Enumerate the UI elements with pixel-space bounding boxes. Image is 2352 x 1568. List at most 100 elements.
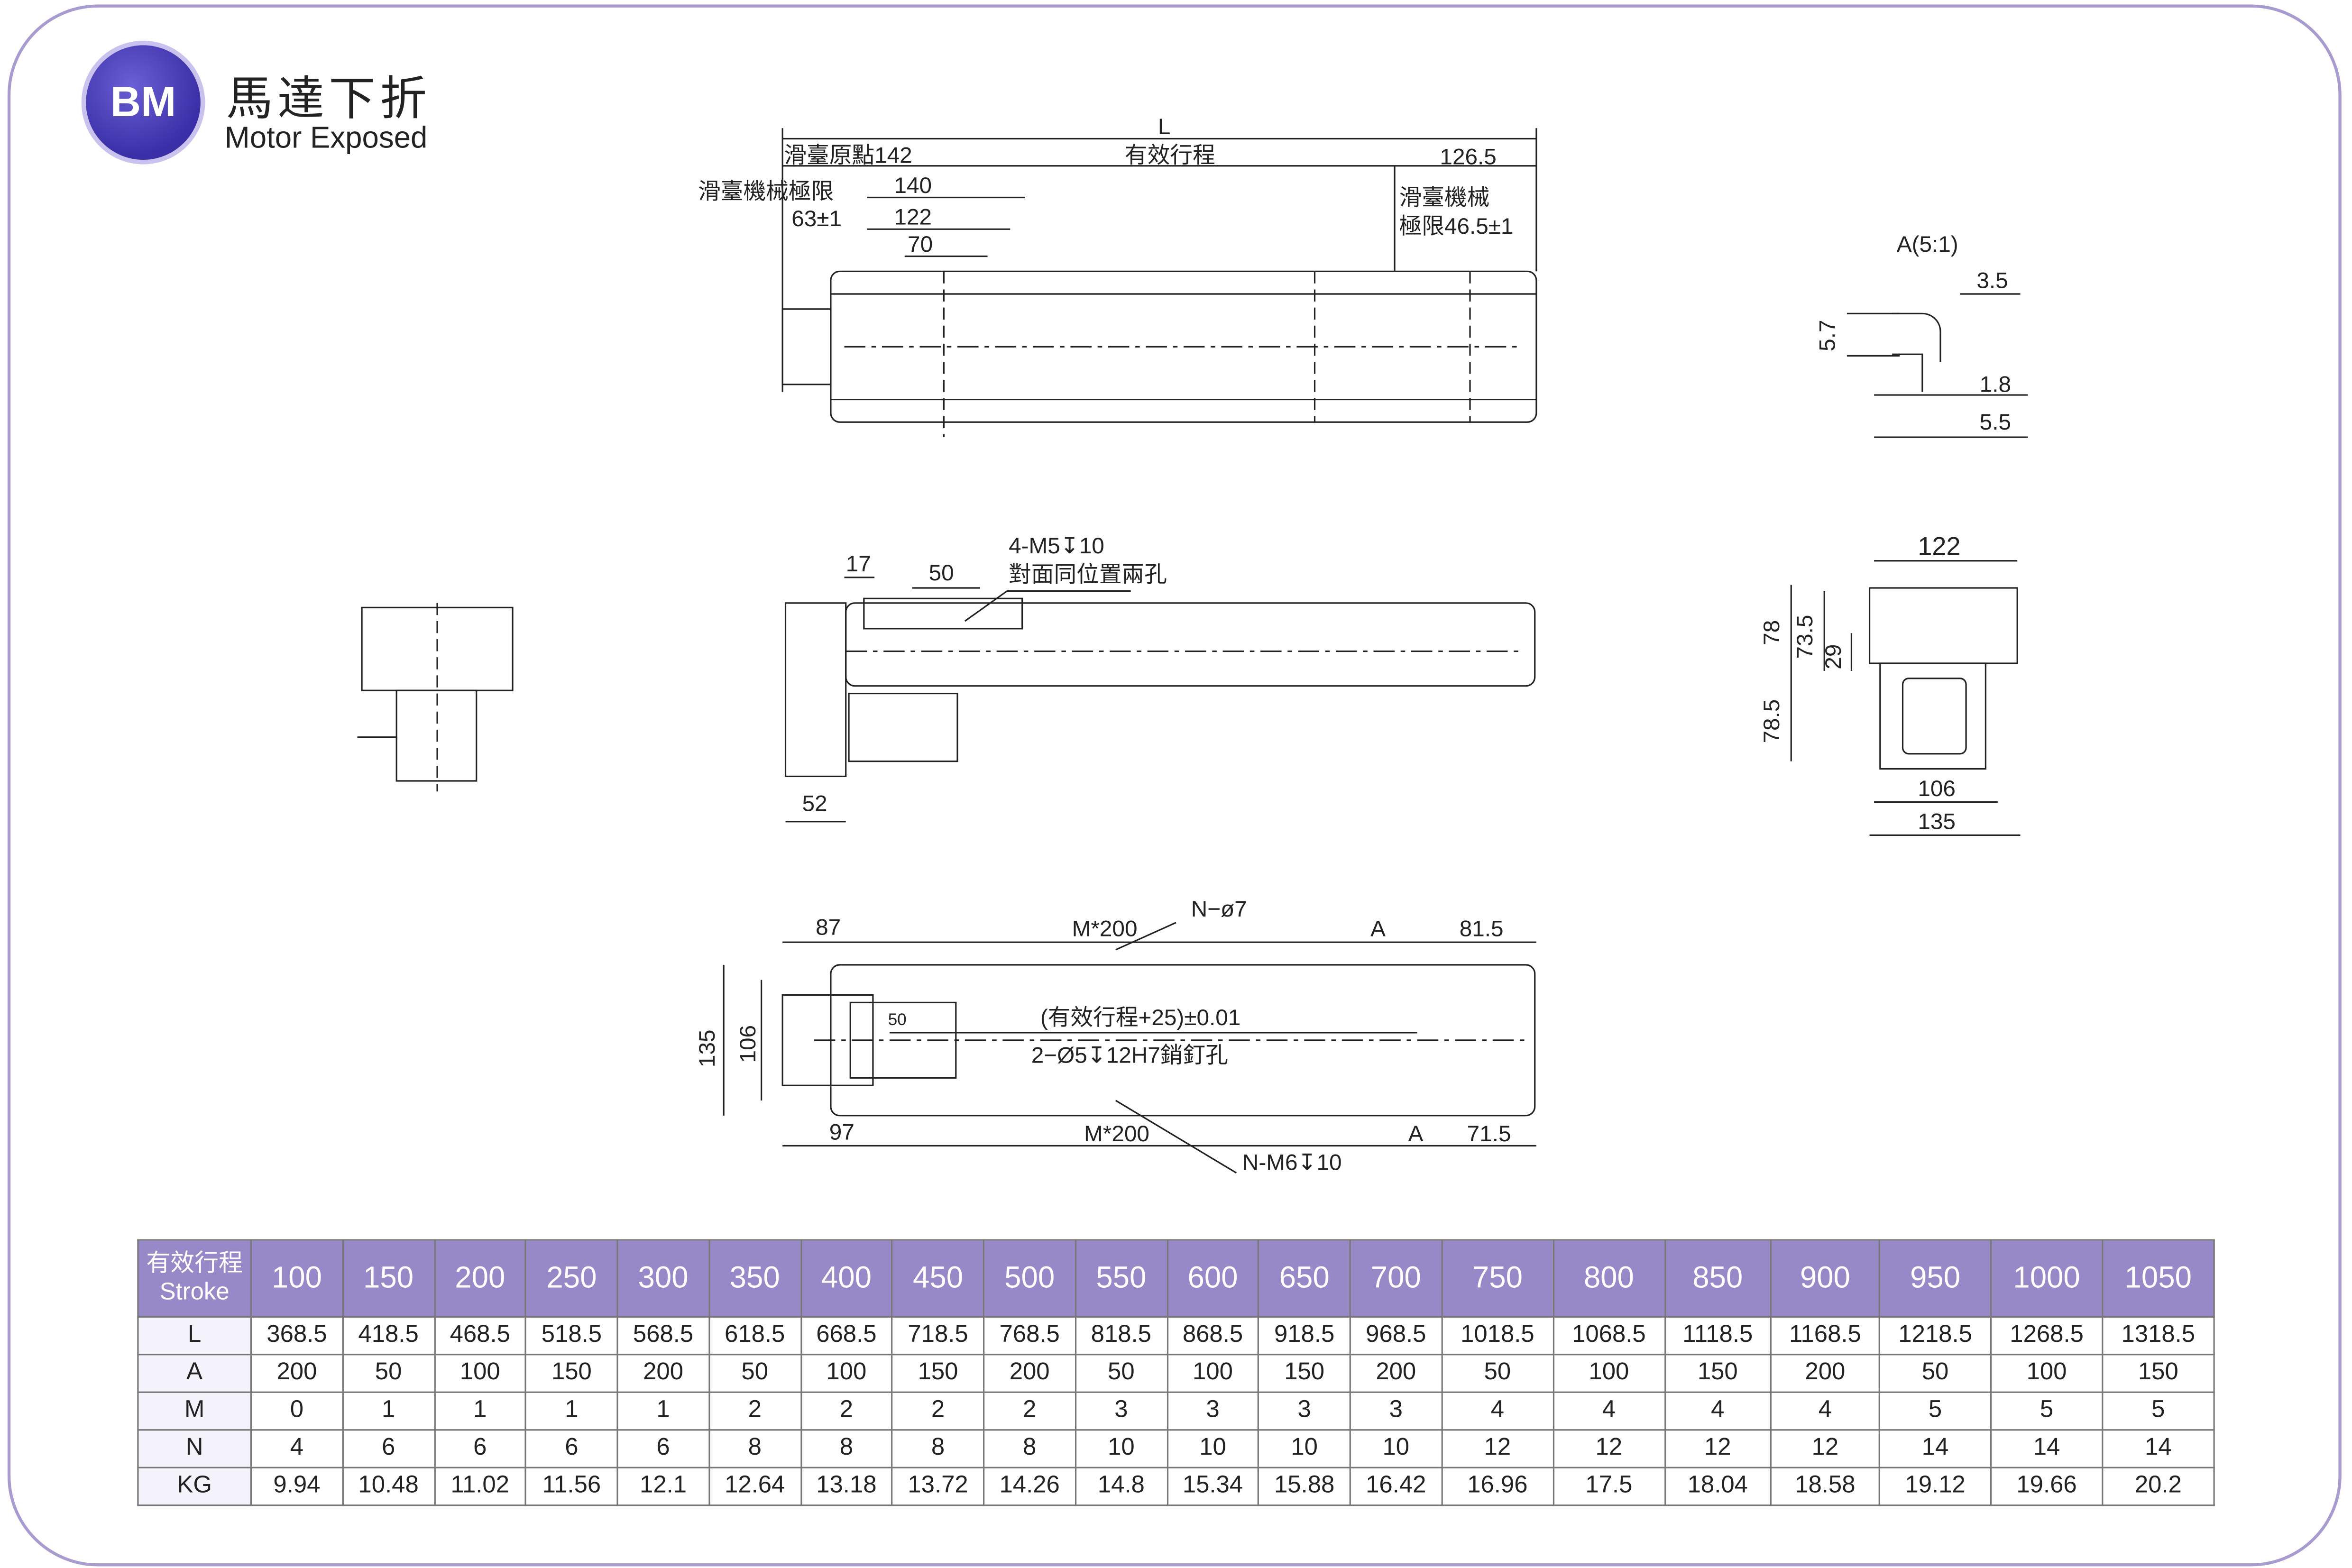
table-cell: 200: [616, 1354, 710, 1393]
side-view-drawing: [784, 577, 1536, 823]
table-cell: 2: [708, 1391, 801, 1431]
table-cell: 568.5: [616, 1316, 710, 1356]
dim-29: 29: [1821, 644, 1847, 669]
table-cell: 100: [1166, 1354, 1259, 1393]
table-cell: 13.18: [799, 1467, 893, 1506]
row-label: M: [137, 1391, 252, 1431]
header-stroke-250: 250: [525, 1239, 618, 1318]
table-cell: 16.42: [1349, 1467, 1442, 1506]
table-cell: 3: [1258, 1391, 1351, 1431]
table-cell: 4: [1441, 1391, 1554, 1431]
table-cell: 12: [1552, 1429, 1665, 1468]
technical-drawings: [357, 128, 2028, 1174]
label-stroke: 有效行程: [1124, 143, 1215, 169]
table-cell: 818.5: [1075, 1316, 1168, 1356]
table-cell: 50: [341, 1354, 435, 1393]
table-cell: 1218.5: [1879, 1316, 1992, 1356]
table-cell: 718.5: [891, 1316, 985, 1356]
header-stroke-150: 150: [341, 1239, 435, 1318]
dim-97: 97: [829, 1120, 854, 1146]
table-cell: 11.56: [525, 1467, 618, 1506]
table-cell: 150: [1663, 1354, 1772, 1393]
table-cell: 1: [433, 1391, 527, 1431]
table-cell: 14: [1879, 1429, 1992, 1468]
table-cell: 20.2: [2101, 1467, 2215, 1506]
dim-135-end: 135: [1918, 809, 1956, 835]
table-cell: 200: [1770, 1354, 1881, 1393]
dim-m200-bottom: M*200: [1084, 1121, 1149, 1147]
header-stroke-100: 100: [250, 1239, 344, 1318]
dim-1-8: 1.8: [1979, 372, 2012, 398]
table-cell: 12: [1441, 1429, 1554, 1468]
header-stroke-850: 850: [1663, 1239, 1772, 1318]
table-cell: 150: [891, 1354, 985, 1393]
table-cell: 918.5: [1258, 1316, 1351, 1356]
dim-17: 17: [845, 551, 871, 578]
table-cell: 200: [983, 1354, 1076, 1393]
table-cell: 6: [341, 1429, 435, 1468]
dim-A-bottom: A: [1408, 1121, 1424, 1147]
dim-52: 52: [802, 791, 827, 817]
dim-3-5: 3.5: [1976, 268, 2008, 294]
table-cell: 100: [1552, 1354, 1665, 1393]
table-cell: 10: [1166, 1429, 1259, 1468]
dim-L: L: [1158, 114, 1171, 140]
table-cell: 1: [616, 1391, 710, 1431]
table-cell: 368.5: [250, 1316, 344, 1356]
dim-5-5: 5.5: [1979, 410, 2012, 436]
dim-140: 140: [894, 173, 932, 199]
bottom-view-drawing: [723, 922, 1536, 1174]
table-cell: 10: [1258, 1429, 1351, 1468]
table-cell: 200: [1349, 1354, 1442, 1393]
row-label: A: [137, 1354, 252, 1393]
label-hole-note: 對面同位置兩孔: [1009, 562, 1167, 588]
header-stroke-550: 550: [1075, 1239, 1168, 1318]
header-stroke-600: 600: [1166, 1239, 1259, 1318]
table-cell: 2: [891, 1391, 985, 1431]
dim-106-bottom: 106: [735, 1025, 762, 1063]
label-right-limit-2: 極限46.5±1: [1399, 214, 1514, 240]
label-right-limit-1: 滑臺機械: [1399, 185, 1490, 211]
header-stroke-200: 200: [433, 1239, 527, 1318]
table-cell: 4: [1663, 1391, 1772, 1431]
table-cell: 1: [341, 1391, 435, 1431]
top-view-drawing: [781, 128, 1537, 438]
header-stroke-1050: 1050: [2101, 1239, 2215, 1318]
header-stroke-650: 650: [1258, 1239, 1351, 1318]
table-cell: 8: [983, 1429, 1076, 1468]
label-pitch: (有效行程+25)±0.01: [1040, 1005, 1241, 1031]
table-cell: 968.5: [1349, 1316, 1442, 1356]
header-stroke-900: 900: [1770, 1239, 1881, 1318]
dim-122: 122: [894, 205, 932, 231]
table-cell: 4: [250, 1429, 344, 1468]
header-stroke-350: 350: [708, 1239, 801, 1318]
table-cell: 518.5: [525, 1316, 618, 1356]
table-cell: 12: [1770, 1429, 1881, 1468]
dim-71-5: 71.5: [1467, 1121, 1511, 1147]
label-mech-limit: 滑臺機械極限: [698, 179, 834, 205]
table-cell: 50: [1075, 1354, 1168, 1393]
table-cell: 768.5: [983, 1316, 1076, 1356]
dim-122-end: 122: [1918, 532, 1961, 561]
table-cell: 4: [1770, 1391, 1881, 1431]
table-cell: 12.64: [708, 1467, 801, 1506]
table-cell: 1068.5: [1552, 1316, 1665, 1356]
dim-m200-top: M*200: [1072, 917, 1138, 943]
table-cell: 618.5: [708, 1316, 801, 1356]
table-cell: 2: [799, 1391, 893, 1431]
table-cell: 5: [1879, 1391, 1992, 1431]
table-cell: 10.48: [341, 1467, 435, 1506]
table-cell: 1: [525, 1391, 618, 1431]
table-cell: 100: [1990, 1354, 2104, 1393]
table-cell: 868.5: [1166, 1316, 1259, 1356]
dim-73-5: 73.5: [1792, 614, 1819, 659]
detail-title: A(5:1): [1896, 232, 1958, 258]
table-cell: 6: [433, 1429, 527, 1468]
page-frame: [7, 4, 2342, 1567]
table-cell: 6: [525, 1429, 618, 1468]
